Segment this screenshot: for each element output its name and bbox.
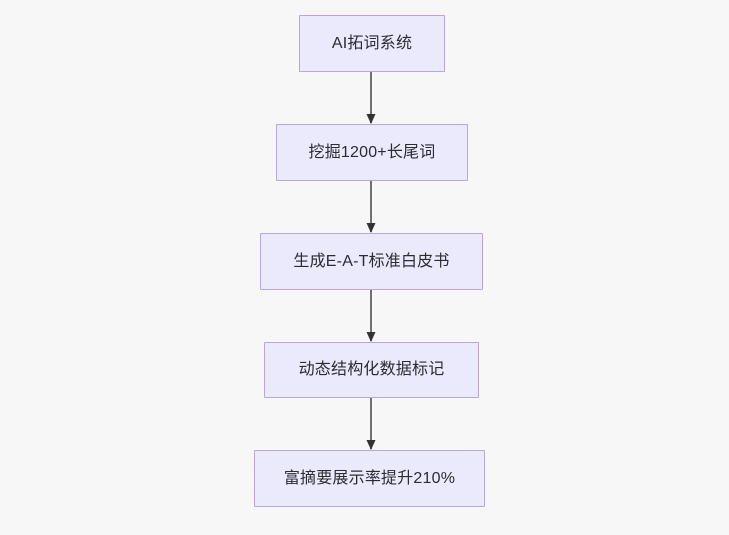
flow-node-mine-longtail-keywords[interactable]: 挖掘1200+长尾词: [276, 124, 468, 181]
flow-node-generate-eat-whitepaper[interactable]: 生成E-A-T标准白皮书: [260, 233, 483, 290]
flow-node-label: 挖掘1200+长尾词: [308, 143, 436, 161]
flow-node-dynamic-structured-data-markup[interactable]: 动态结构化数据标记: [264, 342, 479, 398]
flow-node-ai-keyword-system[interactable]: AI拓词系统: [299, 15, 445, 72]
flow-node-label: 生成E-A-T标准白皮书: [293, 252, 450, 270]
flow-node-label: 动态结构化数据标记: [298, 361, 445, 379]
flow-node-label: 富摘要展示率提升210%: [283, 469, 456, 487]
flow-node-rich-snippet-impression-uplift[interactable]: 富摘要展示率提升210%: [254, 450, 485, 507]
flow-node-label: AI拓词系统: [331, 34, 413, 52]
